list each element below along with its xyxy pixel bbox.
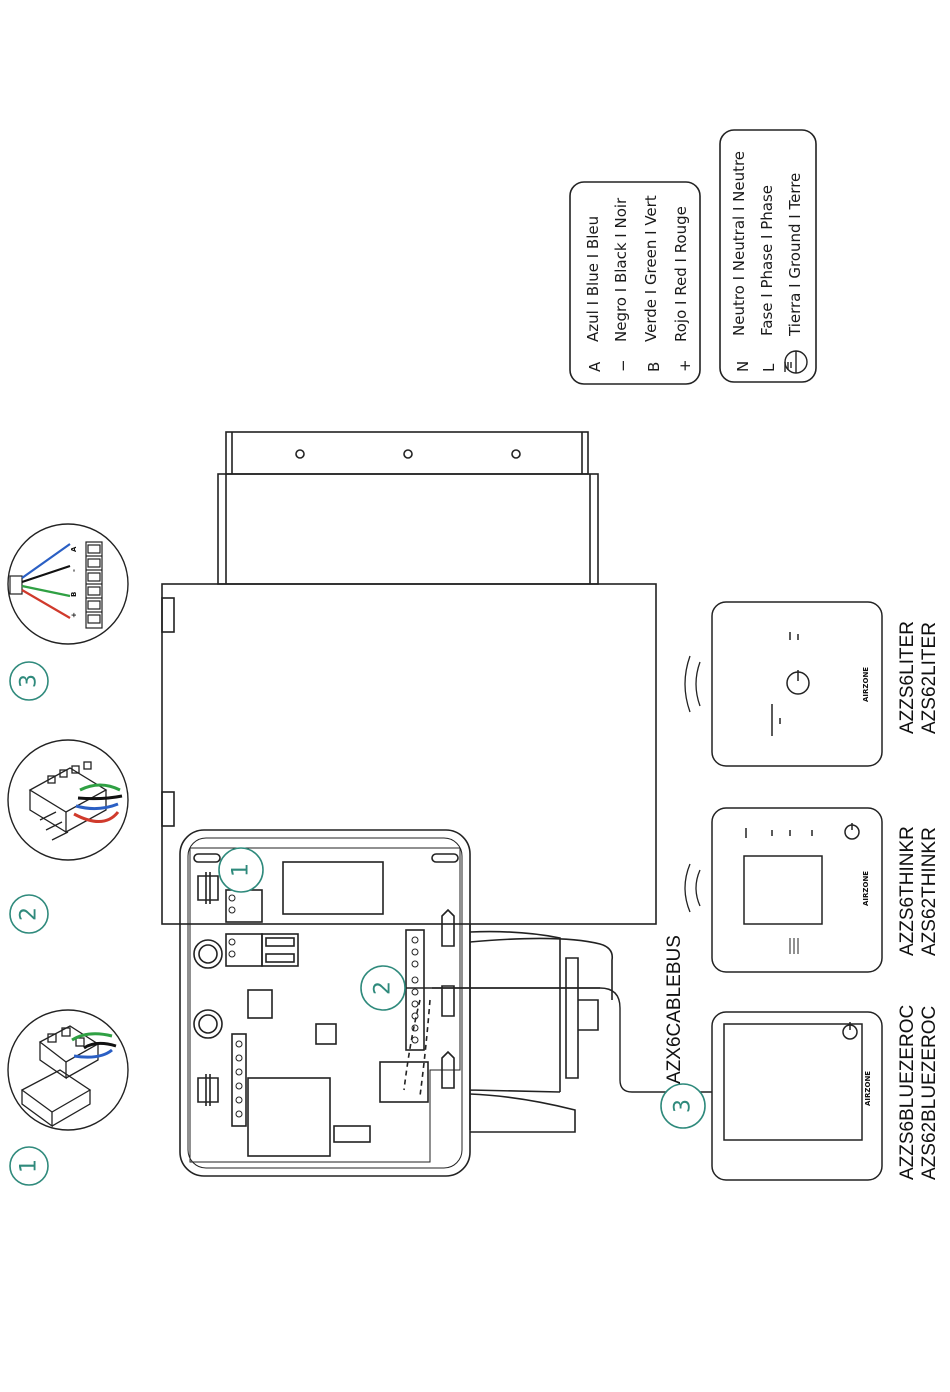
duct-unit xyxy=(162,432,656,1132)
cable-label: AZX6CABLEBUS xyxy=(664,935,685,1084)
legend-bus: A Azul I Blue I Bleu − Negro I Black I N… xyxy=(570,182,700,384)
step-badge-3: 3 xyxy=(10,662,48,700)
brand-logo-lite: AIRZONE xyxy=(862,667,870,702)
legend-bus-plus-symbol: + xyxy=(676,359,694,372)
svg-text:1: 1 xyxy=(17,1159,42,1173)
model-zero-line1: AZZS6BLUEZEROC xyxy=(897,1005,918,1180)
detail-connector-3: + B - A xyxy=(8,524,128,644)
legend-bus-b-symbol: B xyxy=(645,362,663,372)
legend-bus-minus-symbol: − xyxy=(614,359,632,372)
legend-bus-plus-text: Rojo I Red I Rouge xyxy=(672,206,690,342)
step-badge-2: 2 xyxy=(10,895,48,933)
svg-text:3: 3 xyxy=(671,1099,696,1113)
badge-board-1: 1 xyxy=(219,848,263,892)
model-think-line1: AZZS6THINKR xyxy=(897,826,918,956)
ground-icon xyxy=(785,351,807,373)
terminal-plus: + xyxy=(70,612,78,618)
brand-logo-think: AIRZONE xyxy=(862,871,870,906)
detail-connector-1 xyxy=(8,1010,128,1130)
legend-power: N Neutro I Neutral I Neutre L Fase I Pha… xyxy=(720,130,816,382)
thermostat-think xyxy=(685,808,882,972)
legend-power-n-text: Neutro I Neutral I Neutre xyxy=(730,151,748,336)
terminal-minus: - xyxy=(70,569,78,572)
terminal-a: A xyxy=(70,546,78,552)
badge-board-3: 3 xyxy=(661,1084,705,1128)
svg-text:1: 1 xyxy=(229,863,254,877)
svg-text:2: 2 xyxy=(371,981,396,995)
legend-bus-a-symbol: A xyxy=(586,361,604,372)
legend-power-l-text: Fase I Phase I Phase xyxy=(758,185,776,336)
badge-board-2: 2 xyxy=(361,966,405,1010)
detail-connector-2 xyxy=(8,740,128,860)
step-badge-1: 1 xyxy=(10,1147,48,1185)
legend-power-l-symbol: L xyxy=(760,363,778,372)
model-lite-line2: AZS62LITER xyxy=(919,622,940,734)
legend-bus-b-text: Verde I Green I Vert xyxy=(642,195,660,342)
thermostat-blueface-zero xyxy=(712,1012,882,1180)
legend-power-n-symbol: N xyxy=(734,361,752,372)
thermostat-lite xyxy=(685,602,882,766)
svg-text:2: 2 xyxy=(17,907,42,921)
brand-logo-zero: AIRZONE xyxy=(864,1071,872,1106)
legend-bus-minus-text: Negro I Black I Noir xyxy=(612,197,630,342)
svg-text:3: 3 xyxy=(17,674,42,688)
model-think-line2: AZS62THINKR xyxy=(919,827,940,956)
model-zero-line2: AZS62BLUEZEROC xyxy=(919,1006,940,1180)
legend-power-ground-text: Tierra I Ground I Terre xyxy=(786,173,804,337)
model-lite-line1: AZZS6LITER xyxy=(897,621,918,734)
terminal-b: B xyxy=(70,592,78,597)
legend-bus-a-text: Azul I Blue I Bleu xyxy=(584,216,602,342)
